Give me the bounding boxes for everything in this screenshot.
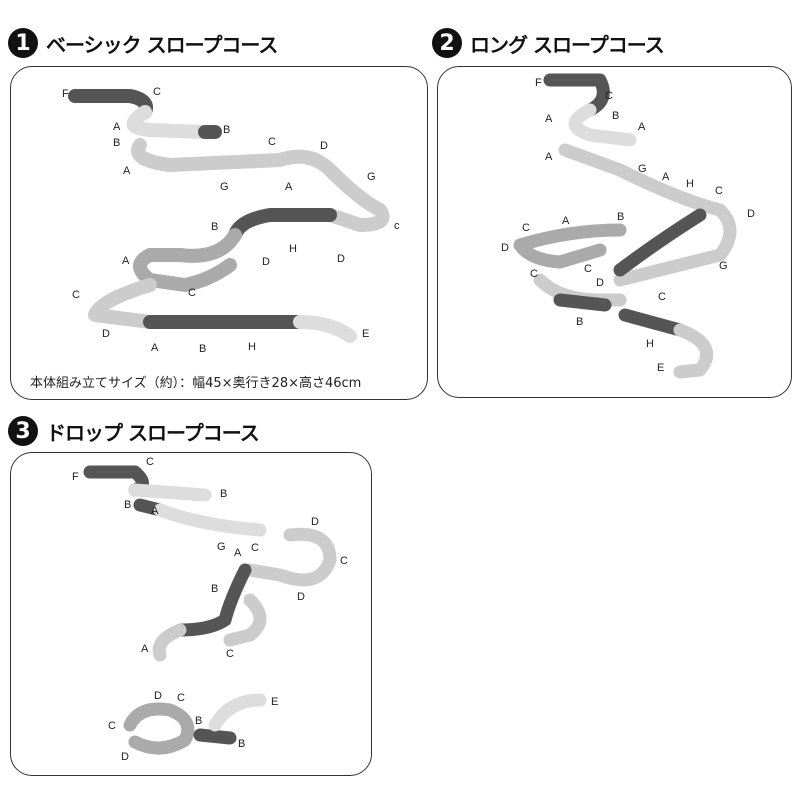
part-label: A — [562, 215, 570, 227]
part-label: A — [234, 547, 242, 559]
part-label: G — [367, 171, 376, 183]
part-label: D — [501, 242, 509, 254]
course-3-heading: 3 ドロップ スロープコース — [8, 416, 260, 446]
part-label: A — [141, 643, 149, 655]
part-label: A — [545, 151, 553, 163]
course-1-panel — [10, 66, 428, 400]
part-label: A — [122, 255, 130, 267]
part-label: E — [271, 696, 279, 708]
part-label: C — [715, 185, 723, 197]
part-label: C — [340, 555, 348, 567]
part-label: D — [311, 516, 319, 528]
part-label: B — [124, 499, 132, 511]
part-label: H — [248, 341, 256, 353]
part-label: A — [285, 181, 293, 193]
part-label: G — [719, 260, 728, 272]
part-label: A — [113, 121, 121, 133]
part-label: D — [596, 277, 604, 289]
part-label: E — [362, 328, 370, 340]
part-label: C — [268, 136, 276, 148]
part-label: E — [657, 362, 665, 374]
part-label: B — [617, 211, 625, 223]
part-label: C — [72, 289, 80, 301]
part-label: D — [320, 140, 328, 152]
part-label: C — [584, 263, 592, 275]
part-label: C — [226, 648, 234, 660]
part-label: H — [646, 338, 654, 350]
part-label: B — [612, 110, 620, 122]
part-label: B — [223, 124, 231, 136]
part-label: F — [535, 77, 542, 89]
course-number-badge: 3 — [8, 416, 38, 446]
part-label: c — [394, 220, 400, 232]
part-label: H — [686, 178, 694, 190]
part-label: C — [153, 86, 161, 98]
part-label: C — [530, 268, 538, 280]
part-label: C — [605, 90, 613, 102]
part-label: A — [123, 165, 131, 177]
part-label: A — [638, 121, 646, 133]
part-label: D — [102, 328, 110, 340]
course-title: ドロップ スロープコース — [46, 420, 260, 445]
part-label: C — [522, 222, 530, 234]
part-label: A — [151, 505, 159, 517]
part-label: B — [195, 715, 203, 727]
part-label: B — [576, 316, 584, 328]
part-label: A — [662, 171, 670, 183]
part-label: C — [658, 291, 666, 303]
part-label: B — [238, 738, 246, 750]
part-label: C — [108, 720, 116, 732]
part-label: B — [113, 137, 121, 149]
part-label: B — [211, 221, 219, 233]
part-label: B — [211, 583, 219, 595]
course-title: ロング スロープコース — [470, 32, 665, 57]
course-1-heading: 1 ベーシック スロープコース — [8, 28, 278, 58]
course-number-badge: 1 — [8, 28, 38, 58]
part-label: D — [121, 751, 129, 763]
part-label: C — [177, 692, 185, 704]
part-label: B — [199, 343, 207, 355]
part-label: A — [545, 113, 553, 125]
part-label: F — [72, 471, 79, 483]
part-label: C — [251, 542, 259, 554]
part-label: H — [289, 243, 297, 255]
part-label: G — [217, 541, 226, 553]
part-label: D — [297, 591, 305, 603]
course-2-panel — [437, 66, 792, 398]
part-label: D — [262, 256, 270, 268]
part-label: B — [220, 488, 228, 500]
part-label: D — [154, 690, 162, 702]
part-label: D — [337, 253, 345, 265]
part-label: A — [151, 342, 159, 354]
course-3-panel — [10, 452, 372, 776]
part-label: G — [638, 163, 647, 175]
course-number-badge: 2 — [432, 28, 462, 58]
part-label: D — [747, 208, 755, 220]
size-caption: 本体組み立てサイズ（約）：幅45×奥行き28×高さ46cm — [30, 376, 362, 391]
part-label: G — [220, 181, 229, 193]
course-2-heading: 2 ロング スロープコース — [432, 28, 665, 58]
course-title: ベーシック スロープコース — [46, 32, 278, 57]
part-label: C — [146, 456, 154, 468]
part-label: F — [62, 88, 69, 100]
part-label: C — [188, 287, 196, 299]
